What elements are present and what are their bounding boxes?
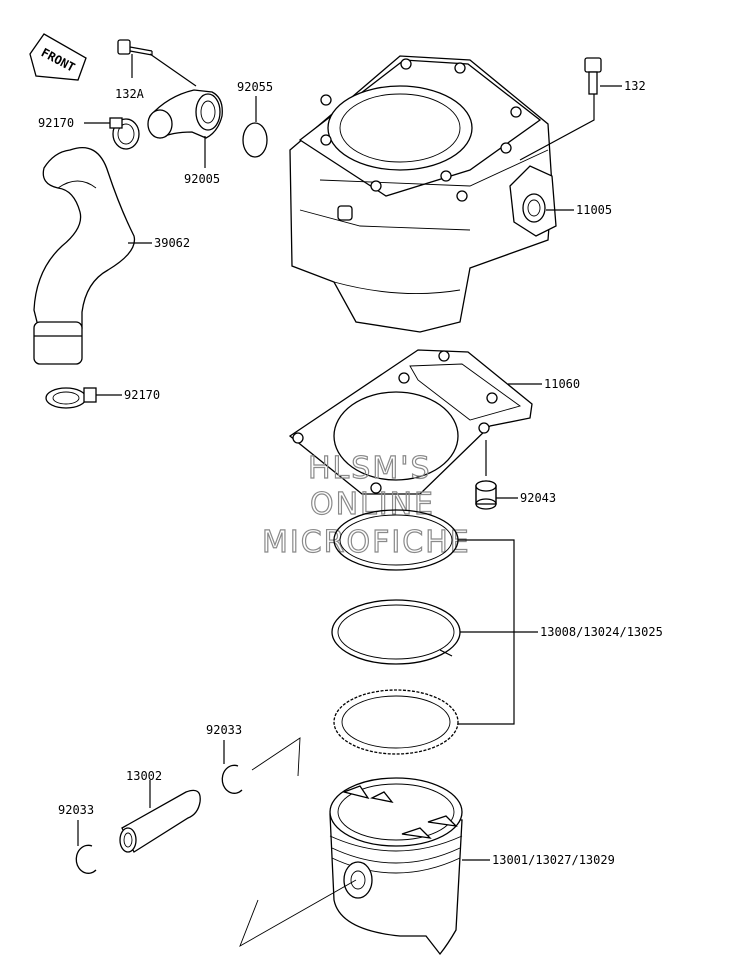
label-39062: 39062 bbox=[154, 236, 190, 250]
water-hose-39062 bbox=[33, 146, 136, 365]
hose-clamp-92170-bottom bbox=[45, 387, 97, 409]
o-ring-92055 bbox=[242, 122, 268, 158]
bolt-132a bbox=[117, 39, 153, 56]
label-92005: 92005 bbox=[184, 172, 220, 186]
label-92170-bottom: 92170 bbox=[124, 388, 160, 402]
label-13001: 13001/13027/13029 bbox=[492, 853, 615, 867]
watermark-line-1: HLSM'S bbox=[308, 451, 432, 486]
watermark: HLSM'S ONLINE MICROFICHE bbox=[261, 450, 471, 560]
label-92033-left: 92033 bbox=[58, 803, 94, 817]
label-11060: 11060 bbox=[544, 377, 580, 391]
label-132a: 132A bbox=[115, 87, 145, 101]
cylinder-11005 bbox=[289, 55, 557, 333]
circlip-92033-right bbox=[221, 764, 243, 794]
bolt-132 bbox=[584, 57, 602, 95]
cylinder-gasket-11060 bbox=[288, 349, 533, 495]
label-92043: 92043 bbox=[520, 491, 556, 505]
watermark-line-3: MICROFICHE bbox=[262, 525, 471, 560]
hose-clamp-92170-top bbox=[109, 117, 140, 150]
label-13002: 13002 bbox=[126, 769, 162, 783]
dowel-pin-92043 bbox=[475, 480, 497, 510]
piston-13001 bbox=[329, 777, 463, 956]
water-fitting-92005 bbox=[147, 89, 223, 139]
label-132: 132 bbox=[624, 79, 646, 93]
watermark-line-2: ONLINE bbox=[310, 487, 435, 522]
circlip-92033-left bbox=[75, 844, 97, 874]
label-92055: 92055 bbox=[237, 80, 273, 94]
label-11005: 11005 bbox=[576, 203, 612, 217]
label-13008: 13008/13024/13025 bbox=[540, 625, 663, 639]
piston-pin-13002 bbox=[119, 789, 201, 853]
piston-ring-second bbox=[331, 599, 461, 665]
oil-ring bbox=[333, 689, 459, 755]
label-92170-top: 92170 bbox=[38, 116, 74, 130]
front-arrow-badge: FRONT bbox=[29, 33, 87, 81]
label-92033-right: 92033 bbox=[206, 723, 242, 737]
